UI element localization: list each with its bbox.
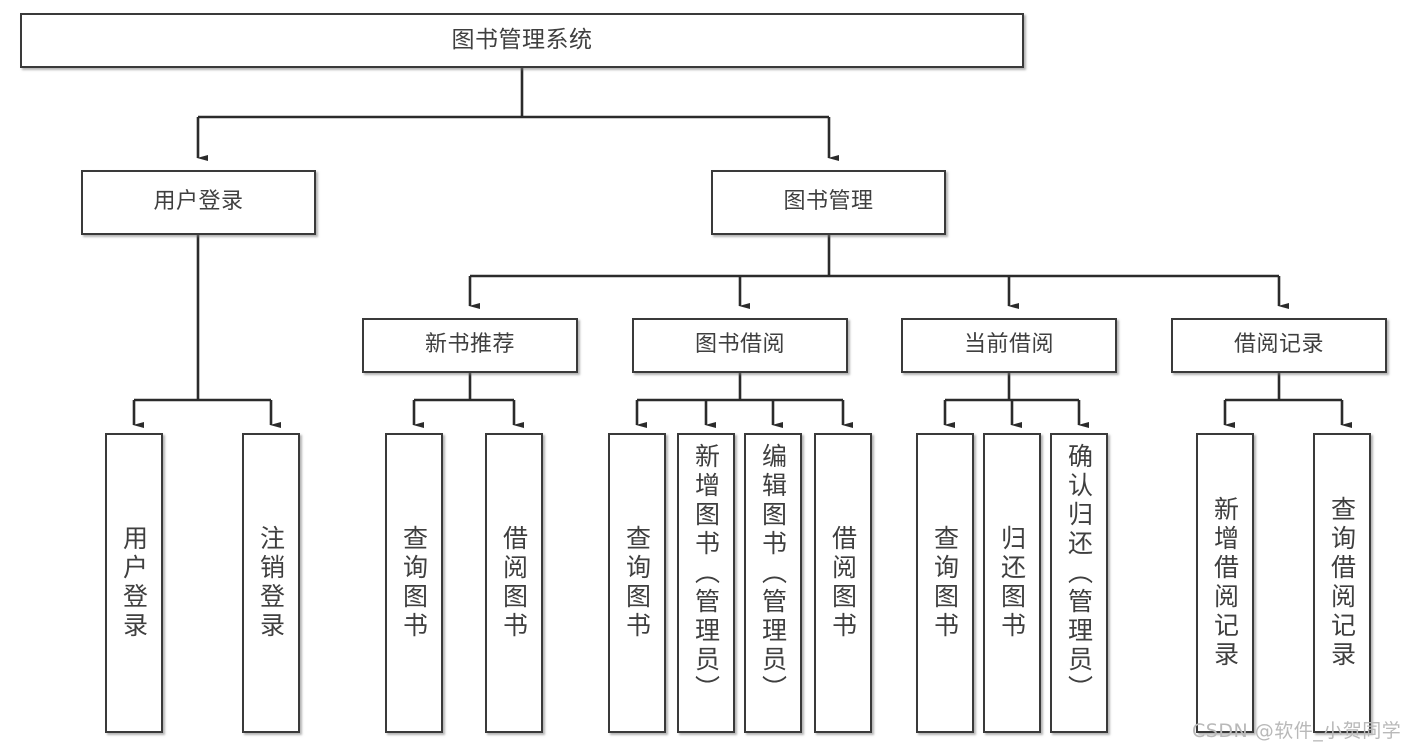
node-label: 图书管理系统 — [451, 26, 593, 53]
leaf-borrow-edit-book-admin[interactable]: 编辑图书（管理员） — [744, 433, 802, 733]
leaf-user-logout[interactable]: 注销登录 — [242, 433, 300, 733]
node-current-borrow[interactable]: 当前借阅 — [901, 318, 1117, 373]
leaf-current-query-book[interactable]: 查询图书 — [916, 433, 974, 733]
node-label: 当前借阅 — [963, 332, 1054, 358]
leaf-record-query-borrow-record[interactable]: 查询借阅记录 — [1313, 433, 1371, 733]
node-label: 借阅图书 — [499, 525, 529, 641]
leaf-borrow-borrow-book[interactable]: 借阅图书 — [814, 433, 872, 733]
watermark-csdn: CSDN @软件_小贺同学 — [1192, 720, 1402, 742]
node-label: 查询图书 — [930, 525, 960, 641]
node-book-management[interactable]: 图书管理 — [711, 170, 946, 235]
leaf-user-login[interactable]: 用户登录 — [105, 433, 163, 733]
node-label: 查询图书 — [622, 525, 652, 641]
node-label: 确认归还（管理员） — [1064, 443, 1094, 704]
node-label: 新书推荐 — [424, 332, 515, 358]
node-label: 新增借阅记录 — [1210, 496, 1240, 670]
node-new-book-recommend[interactable]: 新书推荐 — [362, 318, 578, 373]
leaf-recommend-query-book[interactable]: 查询图书 — [385, 433, 443, 733]
node-root-system[interactable]: 图书管理系统 — [20, 13, 1024, 68]
node-label: 查询借阅记录 — [1327, 496, 1357, 670]
node-label: 借阅记录 — [1233, 332, 1324, 358]
node-label: 编辑图书（管理员） — [758, 443, 788, 704]
leaf-borrow-query-book[interactable]: 查询图书 — [608, 433, 666, 733]
node-label: 图书管理 — [783, 189, 874, 215]
node-label: 用户登录 — [153, 189, 244, 215]
leaf-recommend-borrow-book[interactable]: 借阅图书 — [485, 433, 543, 733]
node-label: 新增图书（管理员） — [691, 443, 721, 704]
node-borrow-record[interactable]: 借阅记录 — [1171, 318, 1387, 373]
leaf-record-add-borrow-record[interactable]: 新增借阅记录 — [1196, 433, 1254, 733]
node-label: 注销登录 — [256, 525, 286, 641]
node-book-borrow[interactable]: 图书借阅 — [632, 318, 848, 373]
leaf-borrow-add-book-admin[interactable]: 新增图书（管理员） — [677, 433, 735, 733]
node-label: 图书借阅 — [694, 332, 785, 358]
node-label: 查询图书 — [399, 525, 429, 641]
leaf-current-confirm-return-admin[interactable]: 确认归还（管理员） — [1050, 433, 1108, 733]
node-label: 借阅图书 — [828, 525, 858, 641]
node-label: 用户登录 — [119, 525, 149, 641]
node-user-login[interactable]: 用户登录 — [81, 170, 316, 235]
node-label: 归还图书 — [997, 525, 1027, 641]
leaf-current-return-book[interactable]: 归还图书 — [983, 433, 1041, 733]
